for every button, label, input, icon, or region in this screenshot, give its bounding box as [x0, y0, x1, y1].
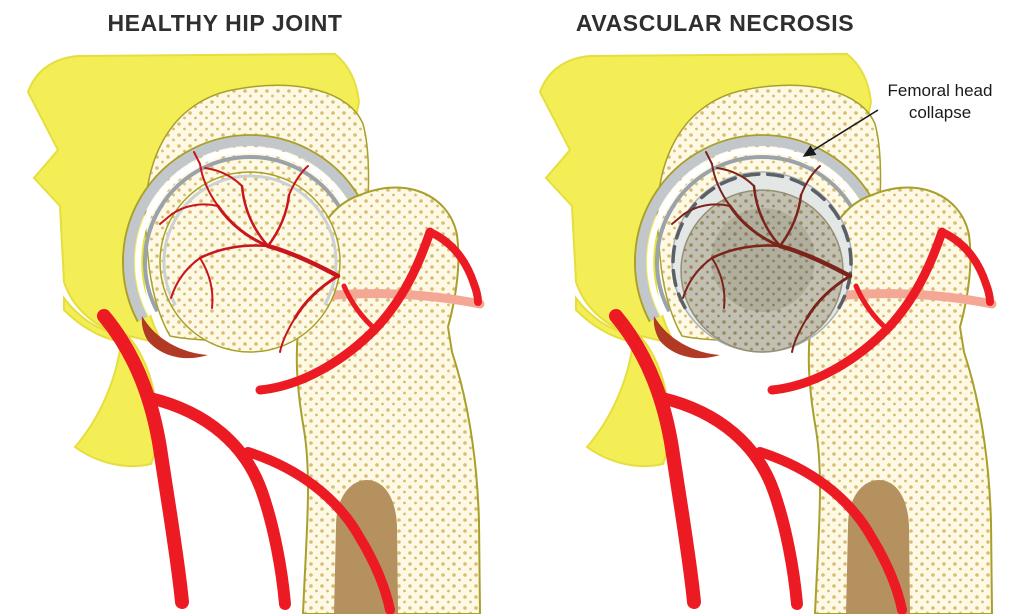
annotation-line-1: Femoral head	[888, 81, 993, 100]
femoral-head-bone	[159, 171, 341, 353]
femoral-head-necrotic	[671, 152, 853, 352]
annotation-arrow	[802, 109, 879, 157]
femoral-head-cartilage	[162, 174, 338, 306]
avascular-necrosis-illustration: Femoral head collapse	[512, 0, 1024, 614]
necrosis-core	[711, 208, 815, 312]
annotation-line-2: collapse	[909, 103, 971, 122]
annotation-femoral-head-collapse: Femoral head collapse	[802, 81, 993, 157]
panel-title-avascular-necrosis: AVASCULAR NECROSIS	[575, 10, 855, 36]
necrosis-shading	[681, 190, 843, 352]
collapse-dashed-arc	[671, 172, 853, 310]
panel-title-healthy: HEALTHY HIP JOINT	[107, 10, 343, 36]
healthy-hip-illustration	[0, 0, 512, 614]
femoral-head-healthy	[159, 152, 341, 353]
